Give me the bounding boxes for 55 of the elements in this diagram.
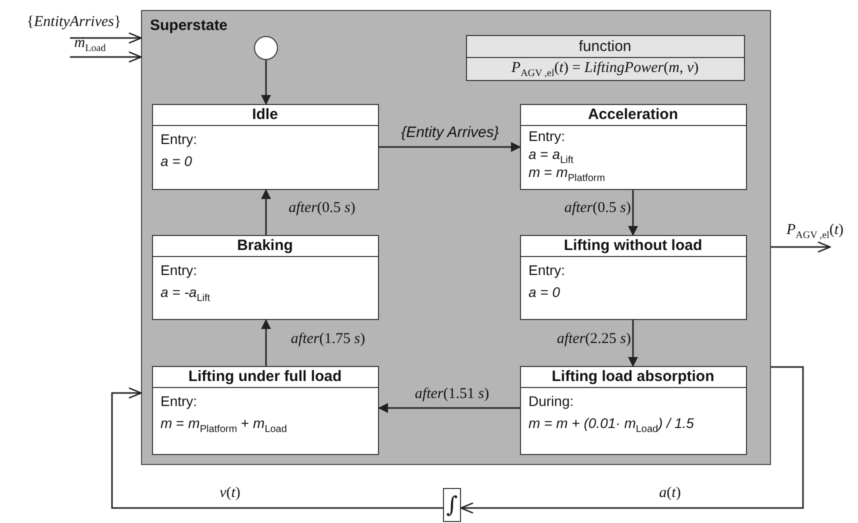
state-title: Idle: [152, 104, 378, 126]
arrow: [261, 189, 271, 235]
action-text: m = m$_{Platform}$: [528, 164, 606, 180]
action-keyword: Entry:: [528, 126, 566, 144]
state-box: [152, 366, 378, 454]
state-title: Lifting under full load: [152, 366, 378, 388]
edge-label: after(2.25 s): [556, 330, 631, 348]
superstate-title: Superstate: [150, 17, 228, 34]
superstate-box: [141, 10, 771, 465]
action-keyword: During:: [528, 392, 575, 410]
arrow: [379, 142, 521, 152]
edge-label: after(1.51 s): [414, 385, 490, 403]
state-title: Lifting load absorption: [520, 366, 746, 388]
action-text: a = a$_{Lift}$: [528, 144, 574, 162]
arrow: [261, 60, 271, 105]
state-box: [520, 234, 746, 320]
state-title: Lifting without load: [520, 236, 746, 256]
edge-label: P$_{AGV ,el}$(t): [785, 221, 845, 243]
arrow: [628, 190, 638, 236]
state-box: [520, 104, 746, 190]
action-keyword: Entry:: [160, 130, 198, 148]
action-keyword: Entry:: [160, 260, 198, 278]
edge-label: {EntityArrives}: [26, 13, 122, 31]
arrow: [261, 319, 271, 366]
arrow: [460, 366, 804, 514]
action-keyword: Entry:: [160, 392, 198, 410]
function-title: function: [466, 36, 744, 58]
action-text: m = m + (0.01· m$_{Load}$) / 1.5: [528, 414, 695, 432]
function-formula: P$_{AGV ,el}$(t) = LiftingPower(m, v): [510, 58, 700, 80]
state-box: [152, 104, 378, 190]
action-text: a = -a$_{Lift}$: [160, 282, 212, 300]
edge-label: {Entity Arrives}: [400, 124, 500, 142]
edge-label: v(t): [218, 484, 242, 502]
action-keyword: Entry:: [528, 260, 566, 278]
arrow: [70, 51, 142, 63]
action-text: m = m$_{Platform}$ + m$_{Load}$: [160, 414, 288, 432]
state-title: Braking: [152, 236, 378, 256]
edge-label: after(0.5 s): [563, 199, 631, 217]
edge-label: a(t): [658, 484, 682, 502]
function-box: [466, 34, 744, 80]
state-title: Acceleration: [520, 104, 746, 126]
edge-label: after(1.75 s): [290, 330, 366, 348]
initial-state-circle: [254, 36, 278, 60]
arrow: [771, 241, 831, 253]
arrow: [70, 32, 142, 44]
action-text: a = 0: [528, 282, 562, 300]
integrator-box: ∫: [443, 488, 461, 522]
state-box: [520, 366, 746, 454]
arrow: [628, 320, 638, 367]
state-box: [152, 234, 378, 320]
arrow: [111, 387, 443, 509]
edge-label: m$_{Load}$: [73, 34, 107, 56]
action-text: a = 0: [160, 152, 194, 170]
edge-label: after(0.5 s): [288, 199, 356, 217]
arrow: [378, 403, 520, 413]
